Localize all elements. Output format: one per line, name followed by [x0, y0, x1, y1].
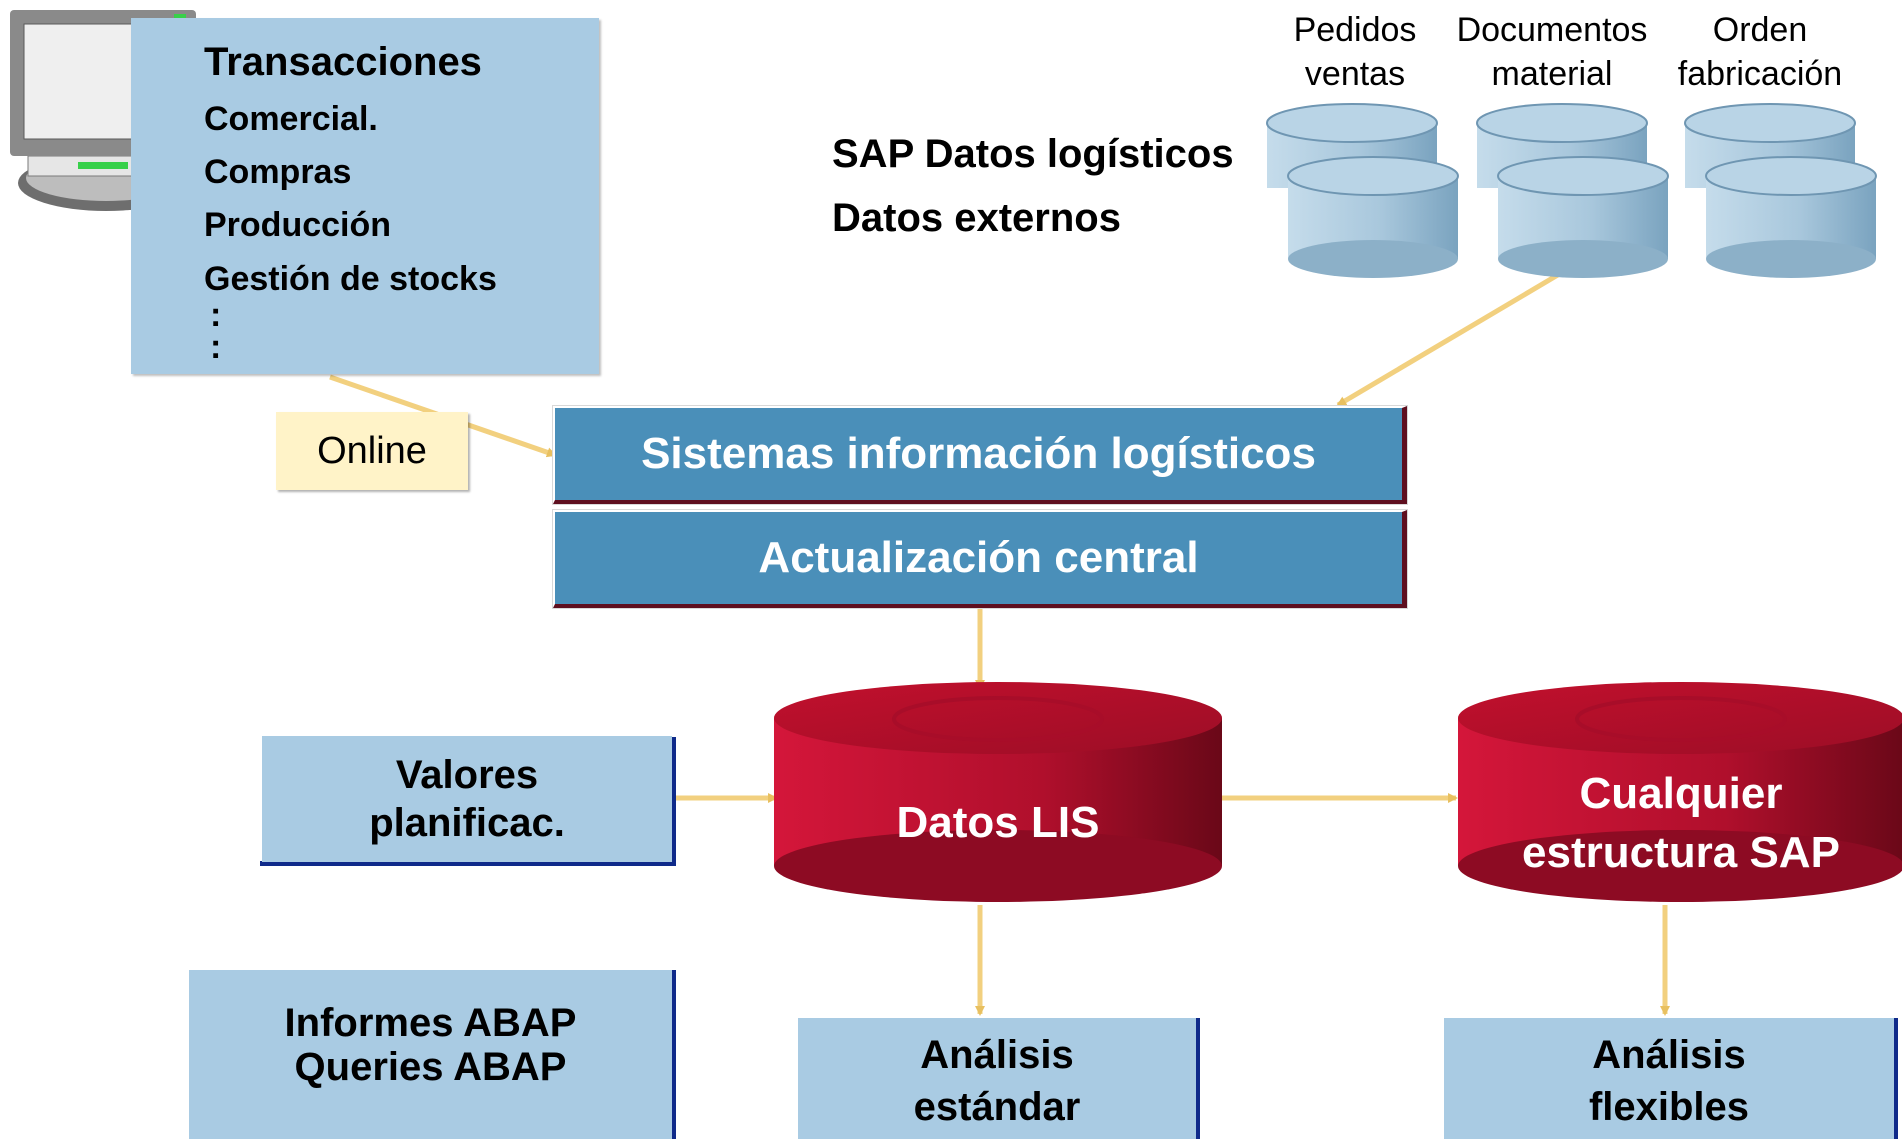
database-label-pedidos-line2: ventas [1304, 55, 1406, 93]
transaction-item-comercial: Comercial. [204, 100, 378, 138]
transactions-title: Transacciones [204, 40, 482, 84]
database-icon-orden [1684, 103, 1877, 278]
flexible-analysis-line1: Análisis [1592, 1032, 1746, 1077]
datos-lis-cylinder [774, 682, 1222, 902]
flexible-analysis-text: Análisis flexibles [1444, 1022, 1894, 1139]
estructura-sap-cylinder [1458, 682, 1902, 902]
transaction-item-produccion: Producción [204, 206, 392, 244]
flexible-analysis-line2: flexibles [1588, 1084, 1750, 1129]
flexible-analysis-box [1444, 1018, 1894, 1139]
online-label: Online [276, 412, 468, 490]
lis-bar: Sistemas información logísticos [553, 406, 1407, 504]
abap-text: Informes ABAP Queries ABAP [189, 990, 672, 1100]
database-label-pedidos: Pedidos ventas [1270, 8, 1440, 96]
standard-analysis-text: Análisis estándar [798, 1022, 1196, 1139]
abap-reports-label: Informes ABAP [284, 1001, 577, 1045]
database-icon-pedidos [1266, 103, 1459, 278]
transaction-item-compras: Compras [204, 153, 352, 191]
external-data-label: Datos externos [832, 196, 1121, 240]
standard-analysis-line1: Análisis [920, 1032, 1074, 1077]
planning-values-text: Valores planificac. [262, 736, 672, 862]
database-label-documentos-line2: material [1491, 55, 1613, 93]
abap-box [189, 970, 672, 1139]
database-label-orden-line2: fabricación [1677, 55, 1843, 93]
sap-logistics-data-label: SAP Datos logísticos [832, 132, 1234, 176]
estructura-sap-label: Cualquier estructura SAP [1458, 758, 1902, 888]
database-label-orden-line1: Orden [1712, 11, 1808, 49]
estructura-sap-line1: Cualquier [1579, 768, 1783, 818]
datos-lis-label: Datos LIS [896, 798, 1100, 848]
transaction-ellipsis: : [210, 296, 222, 334]
abap-queries-label: Queries ABAP [294, 1045, 567, 1089]
database-label-documentos-line1: Documentos [1456, 11, 1648, 49]
transaction-item-gestion-stocks: Gestión de stocks [204, 260, 497, 298]
planning-values-line1: Valores [395, 753, 539, 797]
database-label-pedidos-line1: Pedidos [1293, 11, 1417, 49]
database-icon-documentos [1476, 103, 1669, 278]
database-label-documentos: Documentos material [1447, 8, 1657, 96]
planning-values-box [262, 736, 672, 862]
standard-analysis-line2: estándar [913, 1084, 1081, 1129]
planning-values-line2: planificac. [369, 801, 565, 845]
standard-analysis-box [798, 1018, 1196, 1139]
arrow-databases-to-lis [1336, 260, 1580, 408]
database-label-orden: Orden fabricación [1665, 8, 1855, 96]
estructura-sap-line2: estructura SAP [1522, 828, 1840, 877]
transactions-box [131, 18, 599, 374]
central-update-bar: Actualización central [553, 510, 1407, 608]
transaction-ellipsis-2: : [210, 328, 222, 366]
